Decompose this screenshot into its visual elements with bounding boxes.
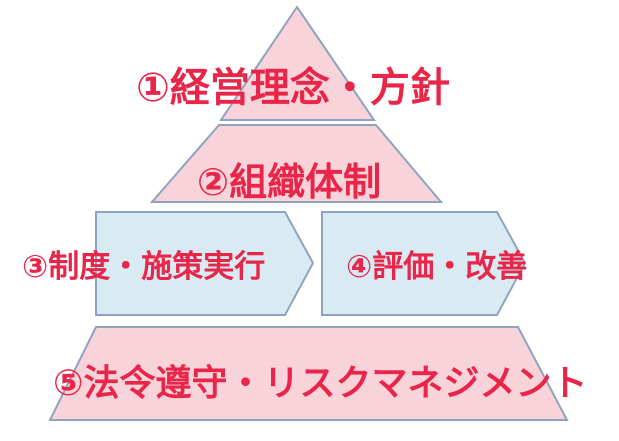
tier-third-left-label: ③制度・施策実行	[22, 249, 266, 285]
tier-third-right-label: ④評価・改善	[346, 249, 528, 285]
tier-third-left-shape	[95, 211, 315, 316]
tier-second-label: ②組織体制	[197, 160, 382, 204]
tier-bottom-shape	[48, 326, 569, 421]
tier-top-label: ①経営理念・方針	[136, 65, 450, 111]
tier-third-right-shape	[321, 211, 527, 316]
tier-second-shape	[149, 124, 444, 203]
tier-top-shape	[219, 5, 376, 121]
tier-bottom-label: ⑤法令遵守・リスクマネジメント	[53, 363, 588, 404]
